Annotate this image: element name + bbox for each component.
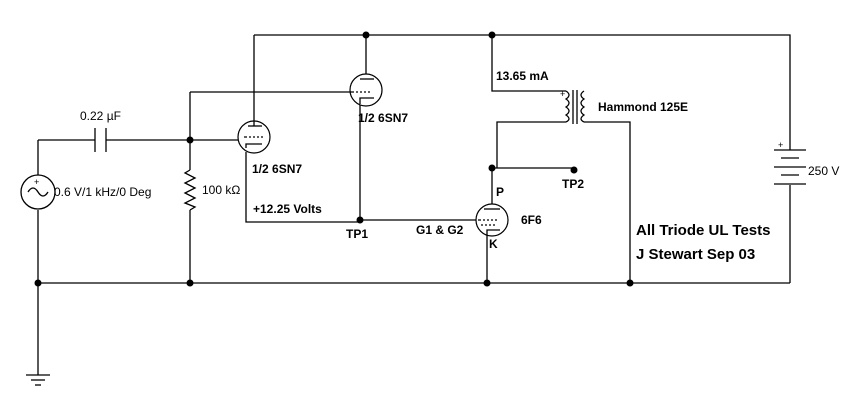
voltage-label: +12.25 Volts (253, 202, 322, 216)
ac-source-symbol: + (20, 174, 56, 210)
tube1-label: 1/2 6SN7 (252, 162, 302, 176)
title-line-2: J Stewart Sep 03 (636, 246, 755, 263)
tp2-label: TP2 (562, 177, 584, 191)
cap-label: 0.22 µF (80, 109, 121, 123)
triode-tube-1-symbol (237, 120, 271, 154)
transformer-plus-mark: + (560, 89, 565, 99)
battery-label: 250 V (808, 164, 839, 178)
plate-label: P (496, 185, 504, 199)
battery-symbol (774, 149, 806, 185)
current-label: 13.65 mA (496, 69, 549, 83)
capacitor-symbol (94, 128, 107, 152)
transformer-label: Hammond 125E (598, 100, 688, 114)
cathode-label: K (489, 237, 498, 251)
svg-text:+: + (34, 177, 39, 187)
tube2-label: 1/2 6SN7 (358, 111, 408, 125)
battery-plus-mark: + (778, 140, 783, 150)
resistor-symbol (183, 169, 197, 211)
wires (37, 34, 791, 375)
title-line-1: All Triode UL Tests (636, 222, 770, 239)
pentode-tube-6f6-symbol (475, 203, 509, 237)
resistor-label: 100 kΩ (202, 183, 240, 197)
ground-symbol (26, 374, 50, 386)
junction-dots (34, 31, 634, 287)
grid-label: G1 & G2 (416, 223, 464, 237)
source-label: 0.6 V/1 kHz/0 Deg (54, 185, 151, 199)
tube3-label: 6F6 (521, 213, 542, 227)
transformer-symbol (564, 90, 586, 124)
triode-tube-2-symbol (349, 73, 383, 107)
tp1-label: TP1 (346, 227, 368, 241)
